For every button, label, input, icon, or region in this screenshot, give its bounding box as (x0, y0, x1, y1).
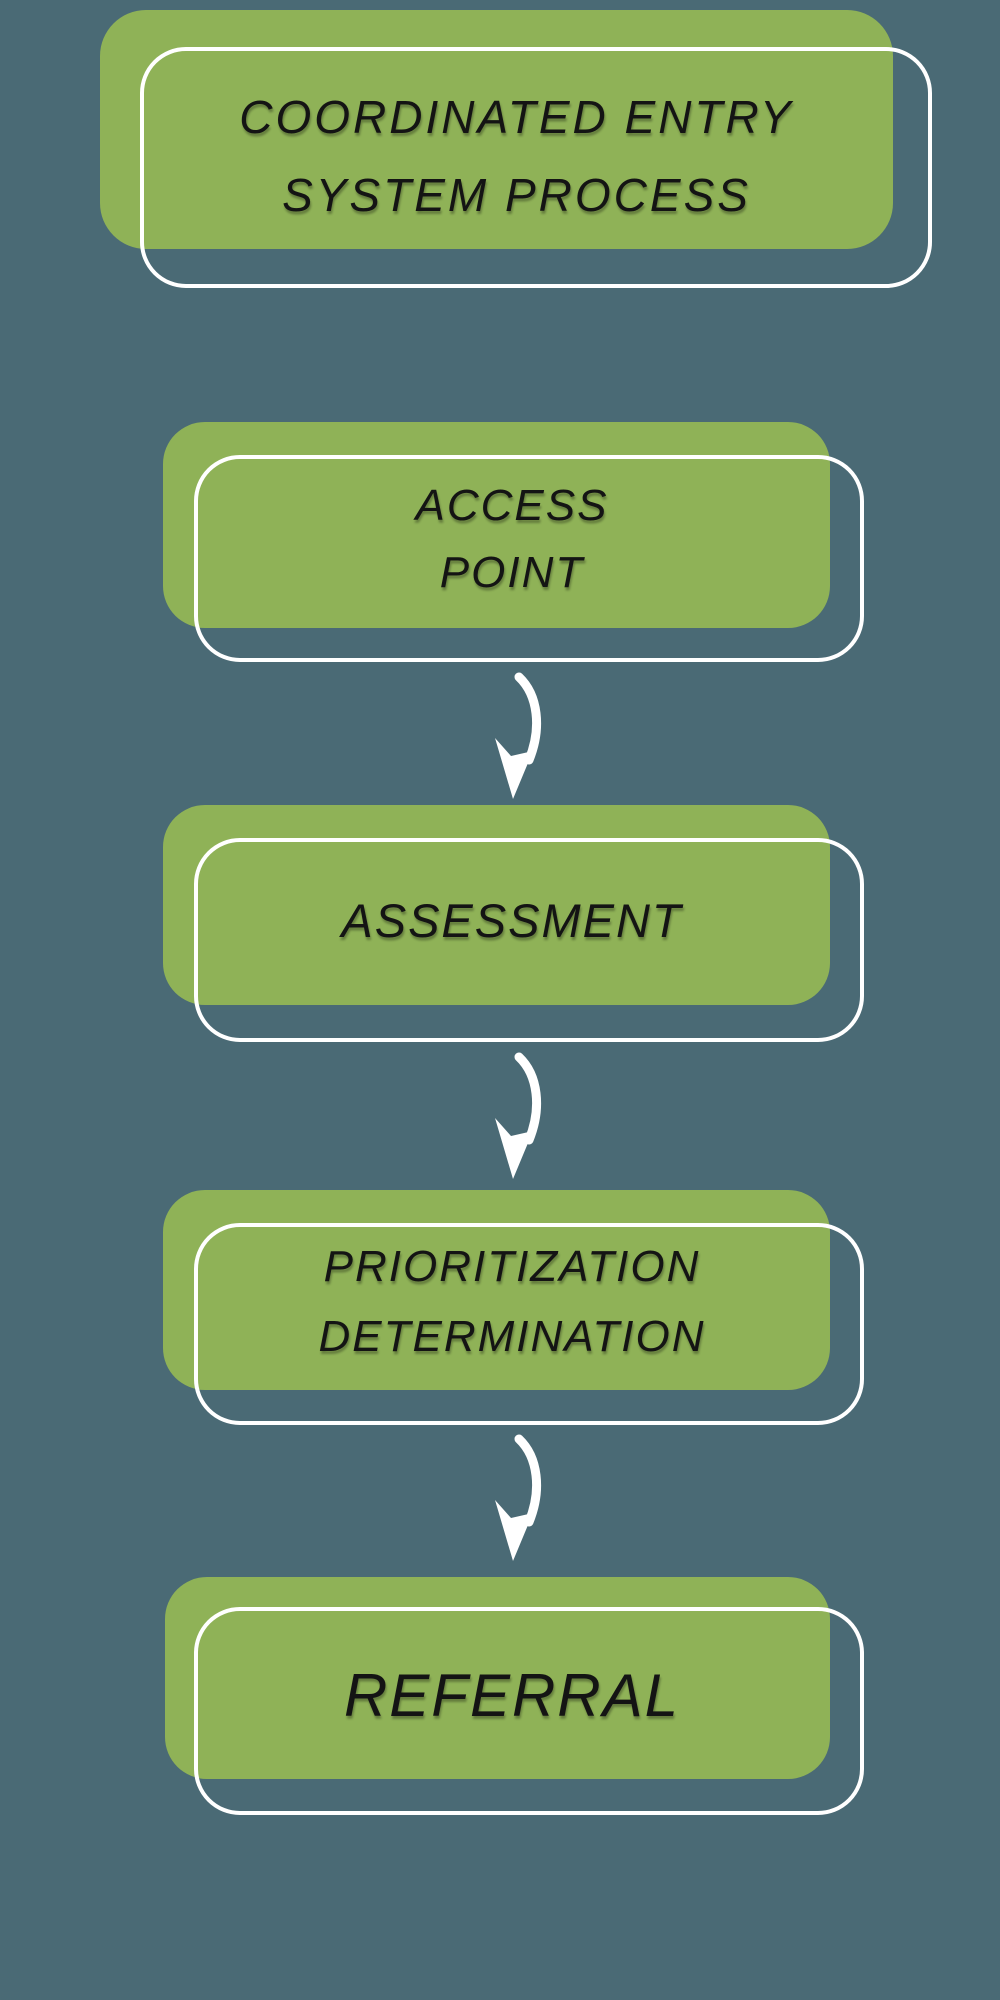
access-point-line-1: ACCESS (415, 481, 609, 530)
node-assessment-outline (194, 838, 864, 1042)
node-assessment-label: ASSESSMENT (194, 887, 830, 955)
node-referral-outline (194, 1607, 864, 1815)
access-point-line-2: POINT (439, 548, 585, 597)
title-line-2: SYSTEM PROCESS (282, 169, 751, 221)
prioritization-line-1: PRIORITIZATION (323, 1242, 701, 1291)
node-access-point-outline (194, 455, 864, 662)
title-label: COORDINATED ENTRY SYSTEM PROCESS (140, 78, 893, 234)
title-box-outline (140, 47, 932, 288)
arrow-assessment-to-prioritization curved-down-arrow-icon (495, 1052, 542, 1179)
node-prioritization-determination-outline (194, 1223, 864, 1425)
arrow-access-to-assessment curved-down-arrow-icon (495, 672, 542, 799)
title-line-1: COORDINATED ENTRY (239, 91, 794, 143)
prioritization-line-2: DETERMINATION (318, 1312, 706, 1361)
node-prioritization-determination-label: PRIORITIZATION DETERMINATION (194, 1232, 830, 1372)
referral-line-1: REFERRAL (343, 1662, 681, 1729)
node-access-point-label: ACCESS POINT (194, 472, 830, 606)
node-referral-label: REFERRAL (194, 1661, 830, 1731)
arrow-prioritization-to-referral curved-down-arrow-icon (495, 1434, 542, 1561)
assessment-line-1: ASSESSMENT (341, 894, 683, 947)
